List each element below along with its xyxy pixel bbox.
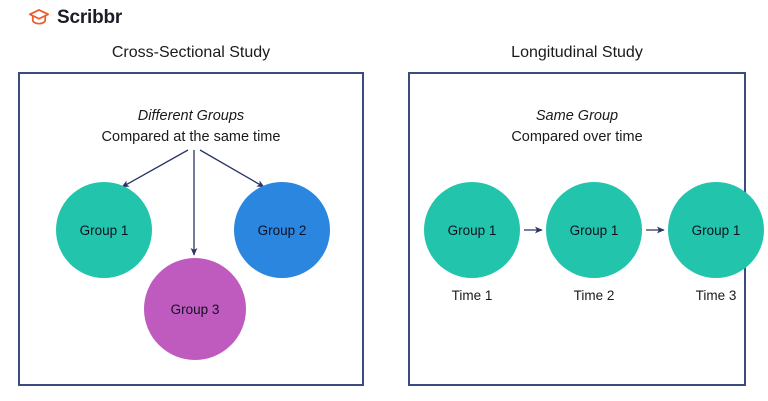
time-label-3: Time 3 [695,288,737,303]
bubble-group-3: Group 3 [144,258,246,360]
page-title-cross-sectional: Cross-Sectional Study [111,44,271,61]
bubble-group-1: Group 1 [56,182,152,278]
panel-longitudinal: Same Group Compared over time Group 1 Gr… [408,72,764,386]
brand-name: Scribbr [57,7,123,28]
page-title-longitudinal: Longitudinal Study [511,44,643,61]
caption-longitudinal: Same Group Compared over time [410,106,744,148]
bubble-time-2-group: Group 1 [546,182,642,278]
caption-subtext: Compared over time [511,129,643,146]
bubble-label: Group 2 [257,222,307,238]
time-label-2: Time 2 [573,288,615,303]
bubble-label: Group 1 [447,222,497,238]
panel-cross-sectional: Different Groups Compared at the same ti… [18,72,364,386]
bubble-label: Group 1 [79,222,129,238]
bubble-label: Group 1 [569,222,619,238]
caption-subtext: Compared at the same time [101,129,281,146]
bubble-group-2: Group 2 [234,182,330,278]
bubble-time-1-group: Group 1 [424,182,520,278]
bubble-label: Group 3 [170,301,220,317]
bubble-label: Group 1 [691,222,741,238]
arrow-to-group-2 [199,149,265,188]
bubble-time-3-group: Group 1 [668,182,764,278]
arrow-to-group-1 [121,149,189,188]
caption-emphasis: Same Group [535,108,619,124]
caption-cross-sectional: Different Groups Compared at the same ti… [20,106,362,148]
graduation-cap-icon [28,7,50,29]
caption-emphasis: Different Groups [137,108,245,124]
brand-logo: Scribbr [28,7,122,29]
time-label-1: Time 1 [451,288,493,303]
